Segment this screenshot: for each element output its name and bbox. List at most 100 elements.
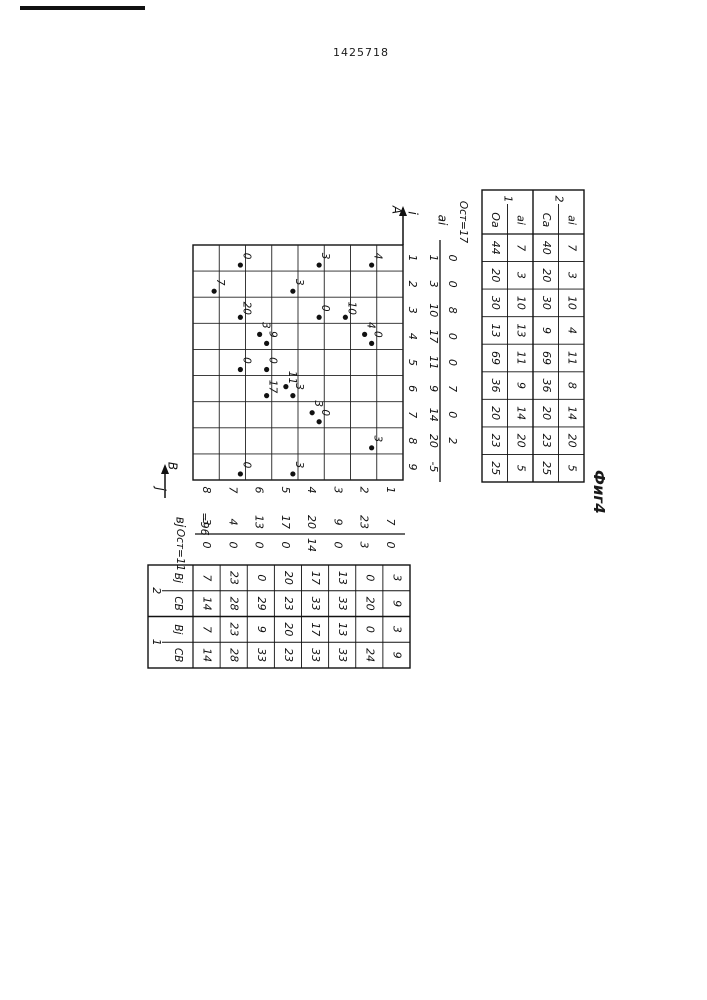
table-b-cell: 20 (363, 597, 376, 611)
table-a-cell: 30 (489, 296, 502, 310)
table-a-cell: 3 (514, 272, 527, 279)
i-tick-label: 3 (406, 307, 419, 314)
grid-point (290, 471, 295, 476)
grid-point (238, 262, 243, 267)
a-row2-value: 0 (446, 411, 459, 418)
table-a-cell: 20 (489, 268, 502, 282)
table-a-cell: 10 (565, 296, 578, 310)
table-b-col-label: Bj (172, 573, 184, 583)
table-a-cell: 14 (565, 406, 578, 420)
i-tick-label: 4 (406, 333, 419, 340)
table-b-cell: 23 (282, 648, 295, 662)
j-tick-label: 3 (331, 487, 344, 494)
grid-point (310, 410, 315, 415)
b-value: 7 (384, 519, 397, 526)
table-a-cell: 14 (514, 406, 527, 420)
i-tick-label: 5 (406, 359, 419, 366)
grid-point-label: 0 (319, 305, 331, 312)
j-tick-label: 1 (384, 487, 397, 494)
b-value: 17 (279, 515, 292, 529)
j-tick-label: 5 (279, 487, 292, 494)
a-row1-value: 10 (427, 303, 440, 317)
table-b-cell: 33 (336, 648, 349, 662)
ost-value: 0 (253, 542, 266, 549)
table-b-cell: 33 (255, 648, 268, 662)
axis-i-var-label: i (405, 211, 420, 215)
b-value: 9 (331, 519, 344, 526)
table-a-layer: 12OaaiCaai442030136936202325731013119142… (482, 190, 584, 482)
grid-point-label: 9 (267, 331, 279, 338)
axis-i-arrow-label: A (390, 205, 404, 214)
grid-point (264, 367, 269, 372)
table-b-cell: 20 (282, 571, 295, 585)
table-a-cell: 9 (514, 382, 527, 389)
grid-point-label: 3 (293, 462, 305, 469)
table-b-layer: 12CBBjCBBj142833233333249723920171303142… (148, 565, 410, 668)
grid-point-label: 0 (319, 409, 331, 416)
table-a-cell: 11 (514, 351, 527, 365)
table-a-row-label: ai (565, 215, 578, 225)
a-row2-value: 0 (446, 281, 459, 288)
table-b-cell: 13 (336, 622, 349, 636)
a-rows-header: ai (436, 215, 450, 226)
a-row1-value: -5 (427, 461, 440, 472)
table-a-cell: 30 (540, 296, 553, 310)
grid-point-label: 0 (240, 253, 252, 260)
ost-value: 0 (384, 542, 397, 549)
grid-point (317, 315, 322, 320)
table-b-cell: 17 (309, 571, 322, 585)
grid-point-label: 4 (365, 322, 377, 329)
a-row2-value: 2 (446, 437, 459, 444)
grid-point (290, 393, 295, 398)
table-b-cell: 29 (255, 597, 268, 611)
grid-point-label: 3 (372, 435, 384, 442)
a-row1-value: 1 (427, 255, 440, 262)
table-a-cell: 9 (540, 327, 553, 334)
grid-point (369, 445, 374, 450)
table-a-cell: 4 (565, 327, 578, 334)
grid-point (238, 315, 243, 320)
table-b-cell: 13 (336, 571, 349, 585)
table-a-cell: 20 (540, 406, 553, 420)
table-a-cell: 40 (540, 241, 553, 255)
i-tick-label: 7 (406, 411, 419, 418)
grid-point-label: 10 (345, 302, 357, 316)
b-cols-header: вj (174, 517, 188, 528)
a-row2-value: 0 (446, 333, 459, 340)
table-a-cell: 44 (489, 241, 502, 255)
a-row1-value: 3 (427, 281, 440, 288)
a-row2-value: 8 (446, 307, 459, 314)
table-b-cell: 33 (336, 597, 349, 611)
table-a-cell: 25 (540, 461, 553, 475)
table-b-cell: 24 (363, 648, 376, 662)
table-b-cell: 23 (228, 622, 241, 636)
grid-point-label: 0 (267, 357, 279, 364)
table-b-cell: 33 (309, 648, 322, 662)
table-b-col-label: CB (172, 596, 184, 611)
b-value: 20 (305, 515, 318, 529)
table-a-group-label: 1 (502, 196, 515, 203)
ost-value: 14 (305, 538, 318, 552)
table-b-cell: 23 (228, 571, 241, 585)
labels-layer: 12345678912345678AiBj1310171191420-50080… (153, 201, 470, 571)
table-a-cell: 23 (489, 434, 502, 448)
grid-point (257, 332, 262, 337)
table-b-cell: 3 (390, 574, 403, 581)
grid-point (264, 393, 269, 398)
axis-j-arrow-label: B (166, 462, 180, 470)
table-b-cell: 9 (255, 626, 268, 633)
table-a-cell: 5 (565, 465, 578, 472)
table-a-cell: 69 (489, 351, 502, 365)
table-b-cell: 9 (390, 600, 403, 607)
table-b-cell: 0 (363, 626, 376, 633)
table-a-cell: 11 (565, 351, 578, 365)
a-row1-value: 17 (427, 329, 440, 343)
grid-point (290, 289, 295, 294)
grid-point-label: 0 (240, 462, 252, 469)
table-b-cell: 7 (201, 626, 214, 633)
table-a-group-label: 2 (553, 196, 566, 203)
table-a-cell: 8 (565, 382, 578, 389)
figure-caption: Фиг4 (590, 470, 608, 514)
table-b-cell: 17 (309, 622, 322, 636)
grid-point (317, 262, 322, 267)
